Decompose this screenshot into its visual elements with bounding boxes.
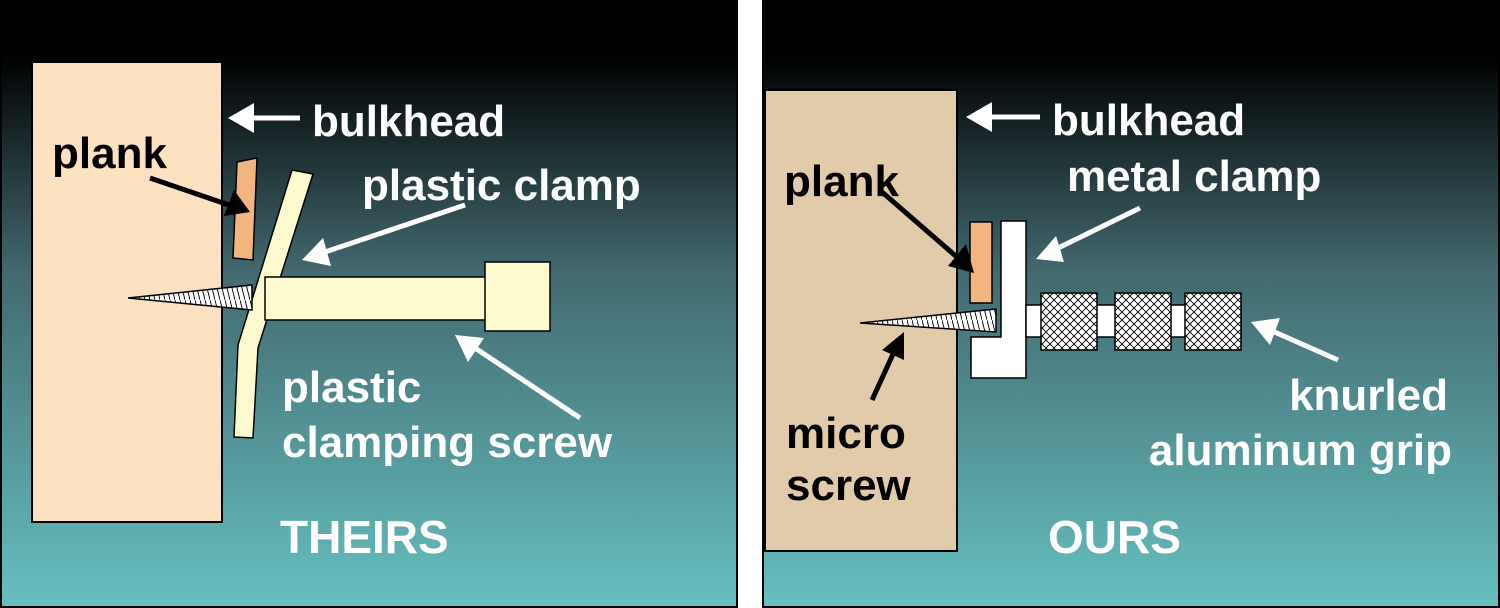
clamping-screw-arrow [455, 335, 582, 421]
screw-point-shape [127, 284, 253, 311]
caption-ours: OURS [1048, 511, 1181, 563]
plastic-clamp-label: plastic clamp [362, 161, 641, 210]
panel-ours: bulkhead metal clamp plank micro screw k… [762, 0, 1500, 608]
micro-screw-label-line2: screw [786, 461, 912, 510]
micro-screw-arrow [869, 332, 904, 402]
panel-theirs: bulkhead plank plastic clamp plastic cla… [0, 0, 738, 608]
panel-ours-drawing: bulkhead metal clamp plank micro screw k… [762, 0, 1500, 608]
metal-clamp-shape [970, 220, 1027, 379]
bulkhead-arrow [966, 102, 1040, 132]
knurled-grip-arrow [1251, 318, 1340, 363]
clamping-screw-head [484, 261, 551, 332]
plank-shape [969, 221, 993, 304]
plastic-clamp-shape [233, 169, 314, 439]
knurled-grip-label-line1: knurled [1289, 371, 1448, 420]
knurled-grip-label-line2: aluminum grip [1149, 426, 1452, 475]
bulkhead-label: bulkhead [1052, 96, 1245, 145]
knurled-grip-shape [1025, 292, 1242, 351]
plank-arrow [149, 175, 250, 216]
micro-screw-label-line1: micro [786, 409, 906, 458]
metal-clamp-arrow [1036, 205, 1142, 262]
clamping-screw-label-line1: plastic [282, 363, 421, 412]
caption-theirs: THEIRS [280, 511, 449, 563]
micro-screw-shape [859, 308, 997, 333]
panel-theirs-drawing: bulkhead plank plastic clamp plastic cla… [0, 0, 738, 608]
plastic-clamp-arrow [302, 202, 466, 266]
bulkhead-label: bulkhead [312, 97, 505, 146]
clamping-screw-shaft [264, 276, 488, 321]
plank-arrow [880, 190, 974, 273]
plank-label: plank [784, 157, 899, 206]
metal-clamp-label: metal clamp [1067, 152, 1321, 201]
plank-label: plank [52, 129, 167, 178]
bulkhead-arrow [228, 103, 300, 133]
clamping-screw-label-line2: clamping screw [282, 418, 613, 467]
